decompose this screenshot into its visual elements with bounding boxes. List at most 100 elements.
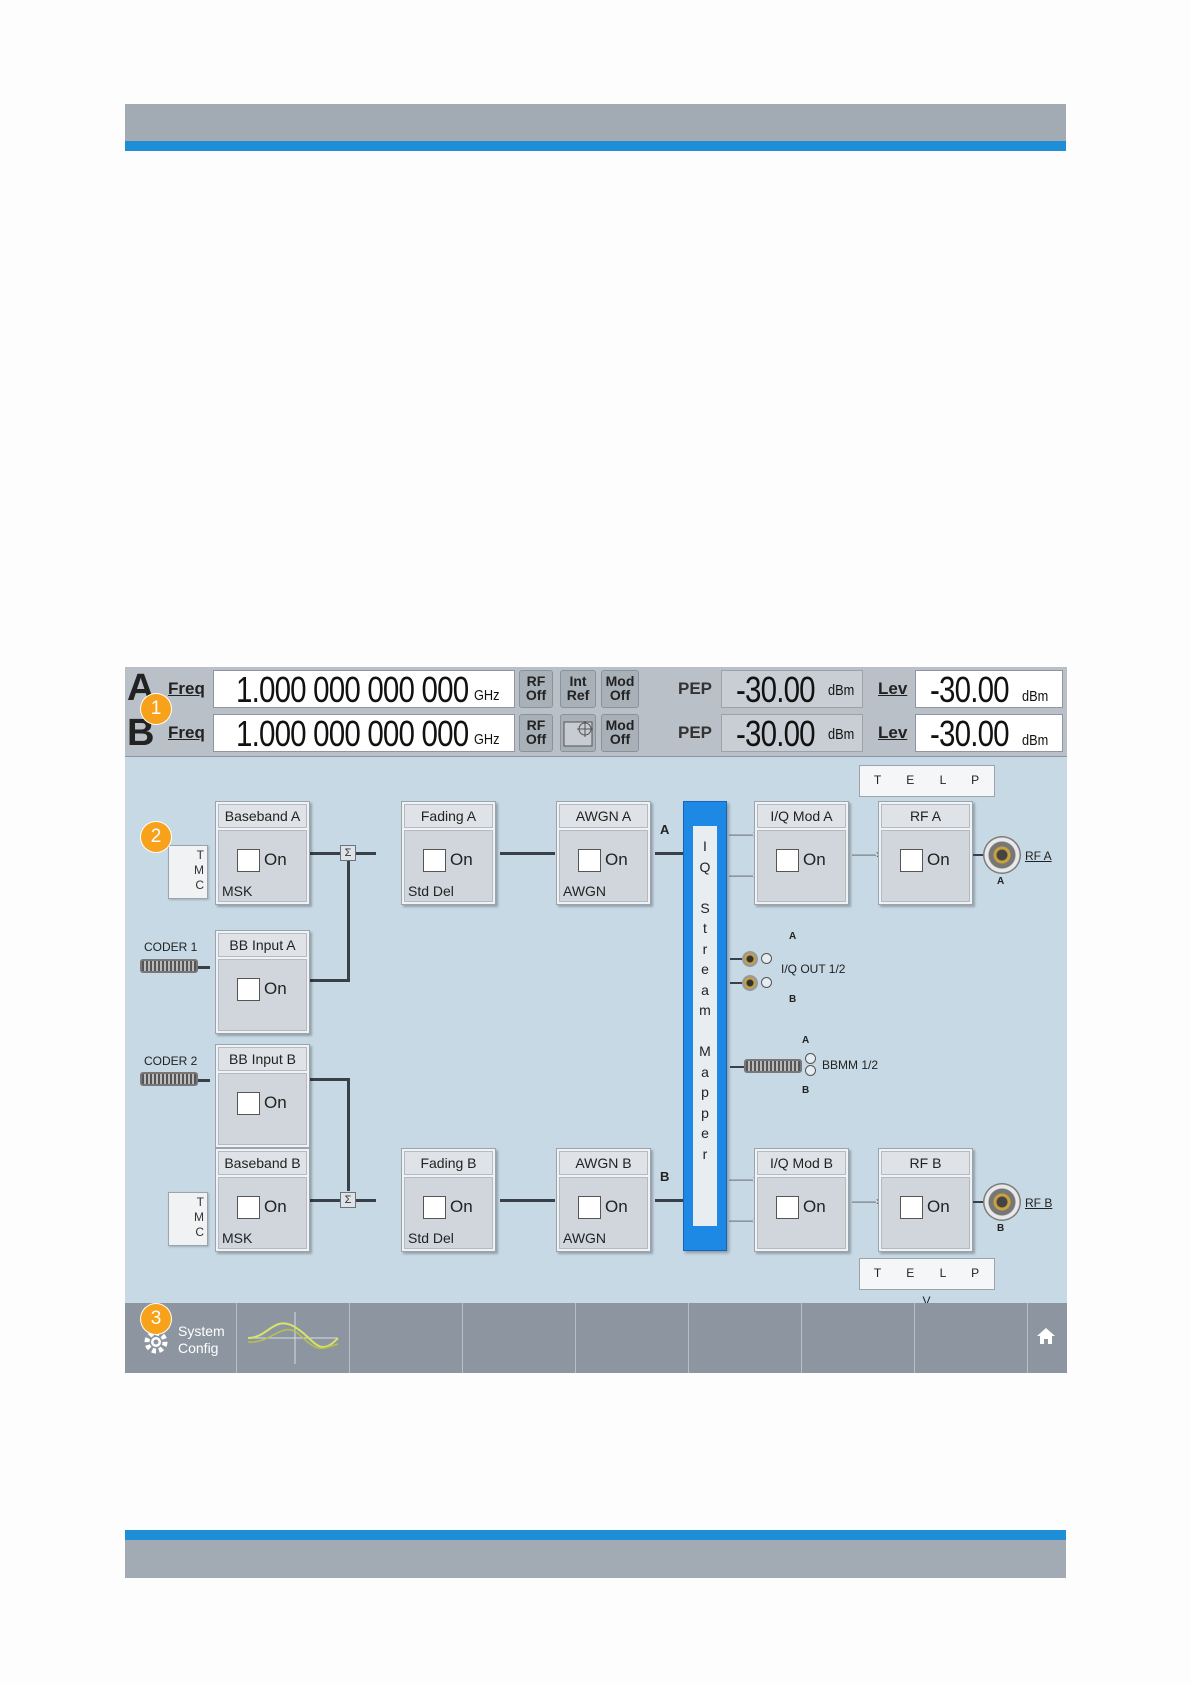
graphics-button[interactable] [237,1303,350,1373]
baseband-a-on-checkbox[interactable] [237,849,260,872]
block-sub-label: MSK [222,1230,253,1246]
tmc-button-b[interactable]: T M C [168,1192,208,1246]
lev-b-unit: dBm [1022,732,1049,749]
freq-b-field[interactable]: 1.000 000 000 000 GHz [213,714,515,753]
tmc-button-a[interactable]: T M C [168,845,208,899]
block-sub-label: Std Del [408,1230,454,1246]
rf-a-connector-icon [983,836,1021,874]
freq-b-label[interactable]: Freq [168,723,205,742]
wire [655,852,683,855]
rf-b-block[interactable]: RF B On [878,1148,973,1252]
block-title: Baseband B [218,1151,307,1175]
pep-a-field: -30.00 dBm [721,670,863,709]
taskbar-slot[interactable] [915,1303,1028,1373]
awgn-b-block[interactable]: AWGN B On AWGN [556,1148,651,1252]
bbmm-2-ring-icon [805,1065,816,1076]
stream-mapper-label: I Q S t r e a m M a p p e r [699,838,711,1162]
page-footer-band [125,1530,1066,1578]
lev-a-label[interactable]: Lev [878,679,908,698]
wire [310,1199,340,1202]
block-body: On MSK [218,830,307,902]
lev-a-field[interactable]: -30.00 dBm [915,670,1063,709]
wire [347,1079,350,1191]
block-body: On [757,830,846,902]
block-body: On [757,1177,846,1249]
rf-a-connector-label[interactable]: RF A [1025,849,1052,863]
rf-a-on-checkbox[interactable] [900,849,923,872]
block-title: Fading B [404,1151,493,1175]
wire [356,1199,376,1202]
iq-out-label: I/Q OUT 1/2 [781,962,846,976]
fading-b-on-checkbox[interactable] [423,1196,446,1219]
iq-stream-mapper[interactable]: I Q S t r e a m M a p p e r [683,801,727,1251]
rf-a-tabs[interactable]: T E L P V [859,765,995,815]
mod-b-off-button[interactable]: Mod Off [601,714,639,752]
arrow-icon: ——› [852,847,880,861]
awgn-a-on-checkbox[interactable] [578,849,601,872]
rf-a-block[interactable]: RF A On [878,801,973,905]
freq-b-unit: GHz [474,731,500,748]
on-label: On [803,1197,826,1216]
baseband-b-block[interactable]: Baseband B On MSK [215,1148,310,1252]
wire [310,1078,350,1081]
iq-mod-b-on-checkbox[interactable] [776,1196,799,1219]
bb-input-a-on-checkbox[interactable] [237,978,260,1001]
taskbar-slot[interactable] [689,1303,802,1373]
block-title: RF B [881,1151,970,1175]
bb-input-b-on-checkbox[interactable] [237,1092,260,1115]
bbmm-b-label: B [802,1085,810,1096]
block-sub-label: AWGN [563,1230,607,1246]
freq-a-unit: GHz [474,687,500,704]
taskbar-slot[interactable] [463,1303,576,1373]
awgn-a-block[interactable]: AWGN A On AWGN [556,801,651,905]
awgn-b-on-checkbox[interactable] [578,1196,601,1219]
block-body: On [881,1177,970,1249]
path-a-label: A [660,822,670,837]
baseband-a-block[interactable]: Baseband A On MSK [215,801,310,905]
fading-a-on-checkbox[interactable] [423,849,446,872]
rf-b-off-button[interactable]: RF Off [519,714,553,752]
lev-b-label[interactable]: Lev [878,723,908,742]
wire [310,852,340,855]
on-label: On [450,1197,473,1216]
rf-b-tabs[interactable]: T E L P V [859,1258,995,1308]
fading-b-block[interactable]: Fading B On Std Del [401,1148,496,1252]
taskbar-slot[interactable] [350,1303,463,1373]
wire [198,966,210,969]
bb-input-b-block[interactable]: BB Input B On [215,1044,310,1148]
freq-a-label[interactable]: Freq [168,679,205,698]
coder-1-connector-icon [140,959,198,973]
block-title: RF A [881,804,970,828]
block-title: BB Input B [218,1047,307,1071]
block-body: On [881,830,970,902]
baseband-b-on-checkbox[interactable] [237,1196,260,1219]
on-label: On [264,1093,287,1112]
rf-b-connector-label[interactable]: RF B [1025,1196,1053,1210]
rf-b-on-checkbox[interactable] [900,1196,923,1219]
pep-a-label: PEP [678,679,713,698]
coder-2-label: CODER 2 [144,1054,198,1068]
block-body: On AWGN [559,830,648,902]
taskbar: System Config [125,1303,1067,1373]
taskbar-slot[interactable] [576,1303,689,1373]
mod-a-off-button[interactable]: Mod Off [601,670,639,708]
bbmm-a-label: A [802,1035,810,1046]
lev-b-field[interactable]: -30.00 dBm [915,714,1063,753]
rf-a-off-button[interactable]: RF Off [519,670,553,708]
ref-indicator-button[interactable] [560,714,596,752]
pep-b-field: -30.00 dBm [721,714,863,753]
bb-input-a-block[interactable]: BB Input A On [215,930,310,1034]
pep-a-unit: dBm [828,682,855,699]
iq-mod-a-block[interactable]: I/Q Mod A On [754,801,849,905]
pep-b-unit: dBm [828,726,855,743]
block-title: AWGN A [559,804,648,828]
iq-mod-b-block[interactable]: I/Q Mod B On [754,1148,849,1252]
iq-mod-a-on-checkbox[interactable] [776,849,799,872]
freq-a-value: 1.000 000 000 000 [236,669,469,710]
home-icon[interactable] [1036,1327,1056,1345]
wire [730,982,742,984]
int-ref-button[interactable]: Int Ref [560,670,596,708]
fading-a-block[interactable]: Fading A On Std Del [401,801,496,905]
freq-a-field[interactable]: 1.000 000 000 000 GHz [213,669,515,710]
taskbar-slot[interactable] [802,1303,915,1373]
